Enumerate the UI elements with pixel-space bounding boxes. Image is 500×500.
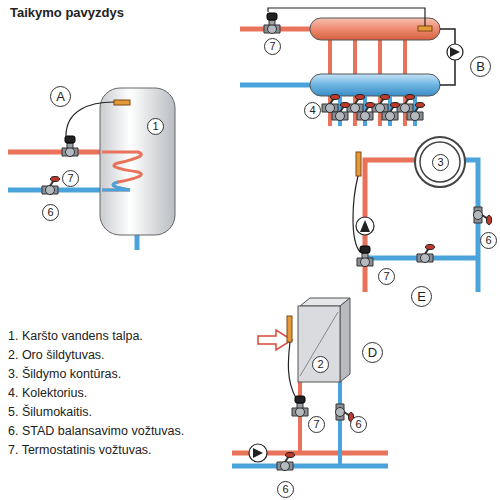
legend-line: 5. Šilumokaitis.: [8, 404, 92, 420]
legend-line: 2. Oro šildytuvas.: [8, 347, 105, 363]
legend-line: 3. Šildymo kontūras.: [8, 366, 121, 382]
example-letter: A: [50, 86, 71, 107]
callout-number: 6: [350, 416, 367, 433]
callout-number: 4: [304, 102, 321, 119]
callout-number: 3: [432, 154, 449, 171]
tank-example: [8, 88, 175, 250]
callout-number: 6: [42, 204, 59, 221]
example-letter: D: [362, 342, 383, 363]
callout-number: 6: [480, 232, 497, 249]
legend-line: 1. Karšto vandens talpa.: [8, 328, 143, 344]
example-letter: E: [411, 286, 432, 307]
callout-number: 1: [147, 118, 164, 135]
callout-number: 7: [378, 268, 395, 285]
callout-number: 2: [312, 356, 329, 373]
callout-number: 7: [308, 416, 325, 433]
legend-line: 7. Termostatinis vožtuvas.: [8, 442, 152, 458]
legend-line: 4. Kolektorius.: [8, 385, 87, 401]
callout-number: 7: [264, 38, 281, 55]
callout-number: 6: [277, 481, 294, 498]
title: Taikymo pavyzdys: [10, 5, 124, 20]
air-heater-example: [232, 298, 388, 471]
callout-number: 7: [62, 170, 79, 187]
heating-circuit-example: [353, 137, 492, 292]
manifold-example: [240, 8, 463, 126]
example-letter: B: [470, 56, 491, 77]
legend-line: 6. STAD balansavimo vožtuvas.: [8, 423, 184, 439]
